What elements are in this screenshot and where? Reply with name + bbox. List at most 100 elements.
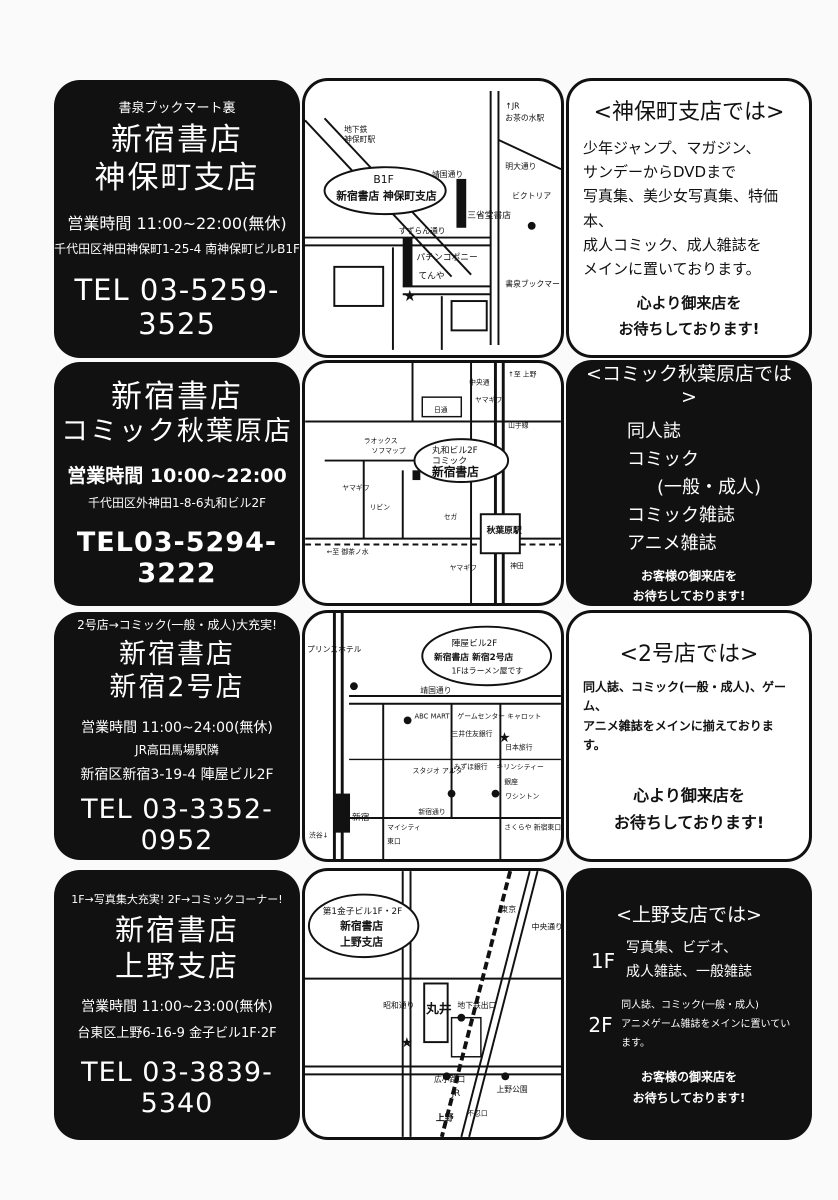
map-jimbocho: ★ ★ B1F 新宿書店 神保町支店 地下鉄 神保町駅 ↑JR お茶の水駅 明大… [302,78,564,358]
map-callout-line3: 1Fはラーメン屋です [452,667,524,676]
desc-item: メインに置いております。 [583,260,761,279]
desc-item: コミック雑誌 [626,505,735,527]
desc-title: <2号店では> [619,641,759,667]
map-label-mycity: マイシティ [387,824,421,832]
desc-item: アニメ雑誌 [626,532,717,554]
map-jimbocho-svg: ★ ★ B1F 新宿書店 神保町支店 地下鉄 神保町駅 ↑JR お茶の水駅 明大… [305,90,561,350]
map-label-akihabara: 秋葉原駅 [487,524,522,536]
desc-items: 同人誌 コミック (一般・成人) コミック雑誌 アニメ雑誌 [617,418,761,557]
floor-lines: 写真集、ビデオ、 成人雑誌、一般雑誌 [626,937,752,985]
desc-item: 写真集、美少女写真集、特価本、 [583,187,779,230]
store-name: 新宿書店 [114,913,239,948]
shop-star-icon: ★ [401,1035,413,1051]
desc-footer: 心より御来店を お待ちしております! [619,291,760,342]
desc-footer-line: お客様の御来店を [640,1070,737,1085]
store-address: 台東区上野6-16-9 金子ビル1F·2F [77,1025,277,1041]
map-label-yasukuni: 靖国通り [420,685,451,695]
desc-title: <神保町支店では> [593,99,785,125]
store-address-note: JR高田馬場駅隣 [135,742,219,757]
store-branch: 上野支店 [114,948,239,983]
store-address: 新宿区新宿3-19-4 陣屋ビル2F [80,766,274,783]
map-label-seka: セガ [444,512,458,521]
store-info-shinjuku2: 2号店→コミック(一般・成人)大充実! 新宿書店 新宿2号店 営業時間 11:0… [54,612,300,860]
desc-footer: お客様の御来店を お待ちしております! [633,1067,746,1108]
map-label-fuji: 不忍口 [467,1109,487,1117]
store-hours: 営業時間 11:00~23:00(無休) [81,998,273,1015]
map-shinjuku2-svg: ★ 陣屋ビル2F 新宿書店 新宿2号店 1Fはラーメン屋です プリンスホテル 靖… [307,613,561,859]
store-info-jimbocho: 書泉ブックマート裏 新宿書店 神保町支店 営業時間 11:00~22:00(無休… [54,80,300,358]
map-label-meidai: 明大通り [505,161,536,171]
shop-star-icon: ★ [498,730,510,746]
desc-item: コミック [626,449,699,471]
store-address: 千代田区神田神保町1-25-4 南神保町ビルB1F [54,241,300,256]
map-callout-line2: 新宿書店 神保町支店 [336,189,437,202]
map-label-uenokoen: 上野公園 [497,1085,528,1094]
map-label-abc: ABC MART [414,712,450,720]
map-ueno: ★ 第1金子ビル1F・2F 新宿書店 上野支店 東京 中央通り 丸井 昭和通り … [302,868,564,1140]
store-branch: 新宿2号店 [109,672,245,703]
map-label-showa: 昭和通り [383,1000,414,1010]
store-branch: コミック秋葉原店 [61,416,293,448]
map-akihabara-svg: 丸和ビル2F コミック 新宿書店 中央通 ↑至 上野 ヤマギワ 山手線 日通 ソ… [305,363,561,603]
map-label-gamecenter: ゲームセンター キャロット [457,711,541,720]
map-label-yamanote: 山手線 [508,420,529,429]
desc-footer-line: お待ちしております! [632,589,746,604]
map-label-jr: JR [334,801,344,811]
desc-items: 1F 写真集、ビデオ、 成人雑誌、一般雑誌 2F 同人誌、コミック(一般・成人)… [580,937,798,1054]
floor-row: 2F 同人誌、コミック(一般・成人) アニメゲーム雑誌をメインに置いています。 [580,996,798,1053]
desc-title: <コミック秋葉原店では> [586,363,792,409]
map-label-hidori: 日通 [434,405,448,414]
map-label-jr: ↑JR [505,102,520,111]
shop-star-icon: ★ [403,286,417,305]
map-label-mizuho: みずほ銀行 [454,762,488,771]
store-tag: 1F→写真集大充実! 2F→コミックコーナー! [71,893,283,907]
map-label-washington: ワシントン [505,792,539,800]
floor-line: 写真集、ビデオ、 [626,939,738,956]
map-label-shinjuku: 新宿 [352,811,370,823]
floor-label: 1F [590,948,616,973]
map-label-victoria: ビクトリア [512,191,551,200]
map-label-ribin: リビン [370,502,391,511]
map-label-shinjukudori: 新宿通り [418,807,445,816]
store-tel: TEL 03-3352-0952 [81,793,273,856]
store-desc-shinjuku2: <2号店では> 同人誌、コミック(一般・成人)、ゲーム、 アニメ雑誌をメインに揃… [566,610,812,862]
map-label-ginza: 銀座 [504,777,518,786]
desc-footer-line: 心より御来店を [633,785,745,805]
store-desc-ueno: <上野支店では> 1F 写真集、ビデオ、 成人雑誌、一般雑誌 2F 同人誌、コミ… [566,868,812,1140]
floor-label: 2F [588,1012,613,1037]
map-label-yamagiwa2: ヤマギワ [342,484,369,492]
map-callout-line2: 新宿書店 新宿2号店 [434,651,514,663]
map-label-sanseido: 三省堂書店 [467,209,511,221]
map-label-sakuraya: さくらや 新宿東口店 [504,823,561,832]
desc-item: 同人誌、コミック(一般・成人)、ゲーム、 [583,679,786,714]
floor-line: アニメゲーム雑誌をメインに置いています。 [621,1019,791,1050]
map-callout-line1: 第1金子ビル1F・2F [323,905,403,917]
map-label-kanda: 神田 [510,561,524,570]
map-label-studio: スタジオ アルタ [413,766,463,775]
desc-title: <上野支店では> [616,903,762,926]
floor-row: 1F 写真集、ビデオ、 成人雑誌、一般雑誌 [580,937,798,985]
store-tag: 書泉ブックマート裏 [118,101,236,117]
map-label-ueno: ↑至 上野 [508,370,536,379]
store-tel: TEL 03-5259-3525 [74,272,280,341]
store-tel: TEL03-5294-3222 [76,527,278,590]
desc-item: 成人コミック、成人雑誌を [583,235,762,254]
map-label-ochanomizu: ←至 御茶ノ水 [327,547,369,556]
store-name: 新宿書店 [111,378,243,415]
map-label-ochanomizu: お茶の水駅 [505,112,544,122]
map-label-nihonryoko: 日本旅行 [505,743,532,752]
desc-footer-line: 心より御来店を [636,294,742,313]
map-label-jr: JR [451,1089,461,1099]
map-label-tenya: てんや [418,271,444,282]
store-desc-akihabara: <コミック秋葉原店では> 同人誌 コミック (一般・成人) コミック雑誌 アニメ… [566,360,812,606]
store-name: 新宿書店 [119,639,235,671]
store-info-ueno: 1F→写真集大充実! 2F→コミックコーナー! 新宿書店 上野支店 営業時間 1… [54,870,300,1140]
store-hours: 営業時間 10:00~22:00 [67,465,287,488]
map-label-subway: 地下鉄 [344,124,368,134]
map-label-tokyo: 東京 [500,904,516,914]
desc-footer: 心より御来店を お待ちしております! [614,782,764,836]
desc-footer-line: お待ちしております! [632,1090,746,1105]
map-callout-line1: B1F [373,173,393,186]
map-label-laox: ラオックス [364,437,398,445]
desc-item: アニメ雑誌をメインに揃えております。 [583,718,774,753]
